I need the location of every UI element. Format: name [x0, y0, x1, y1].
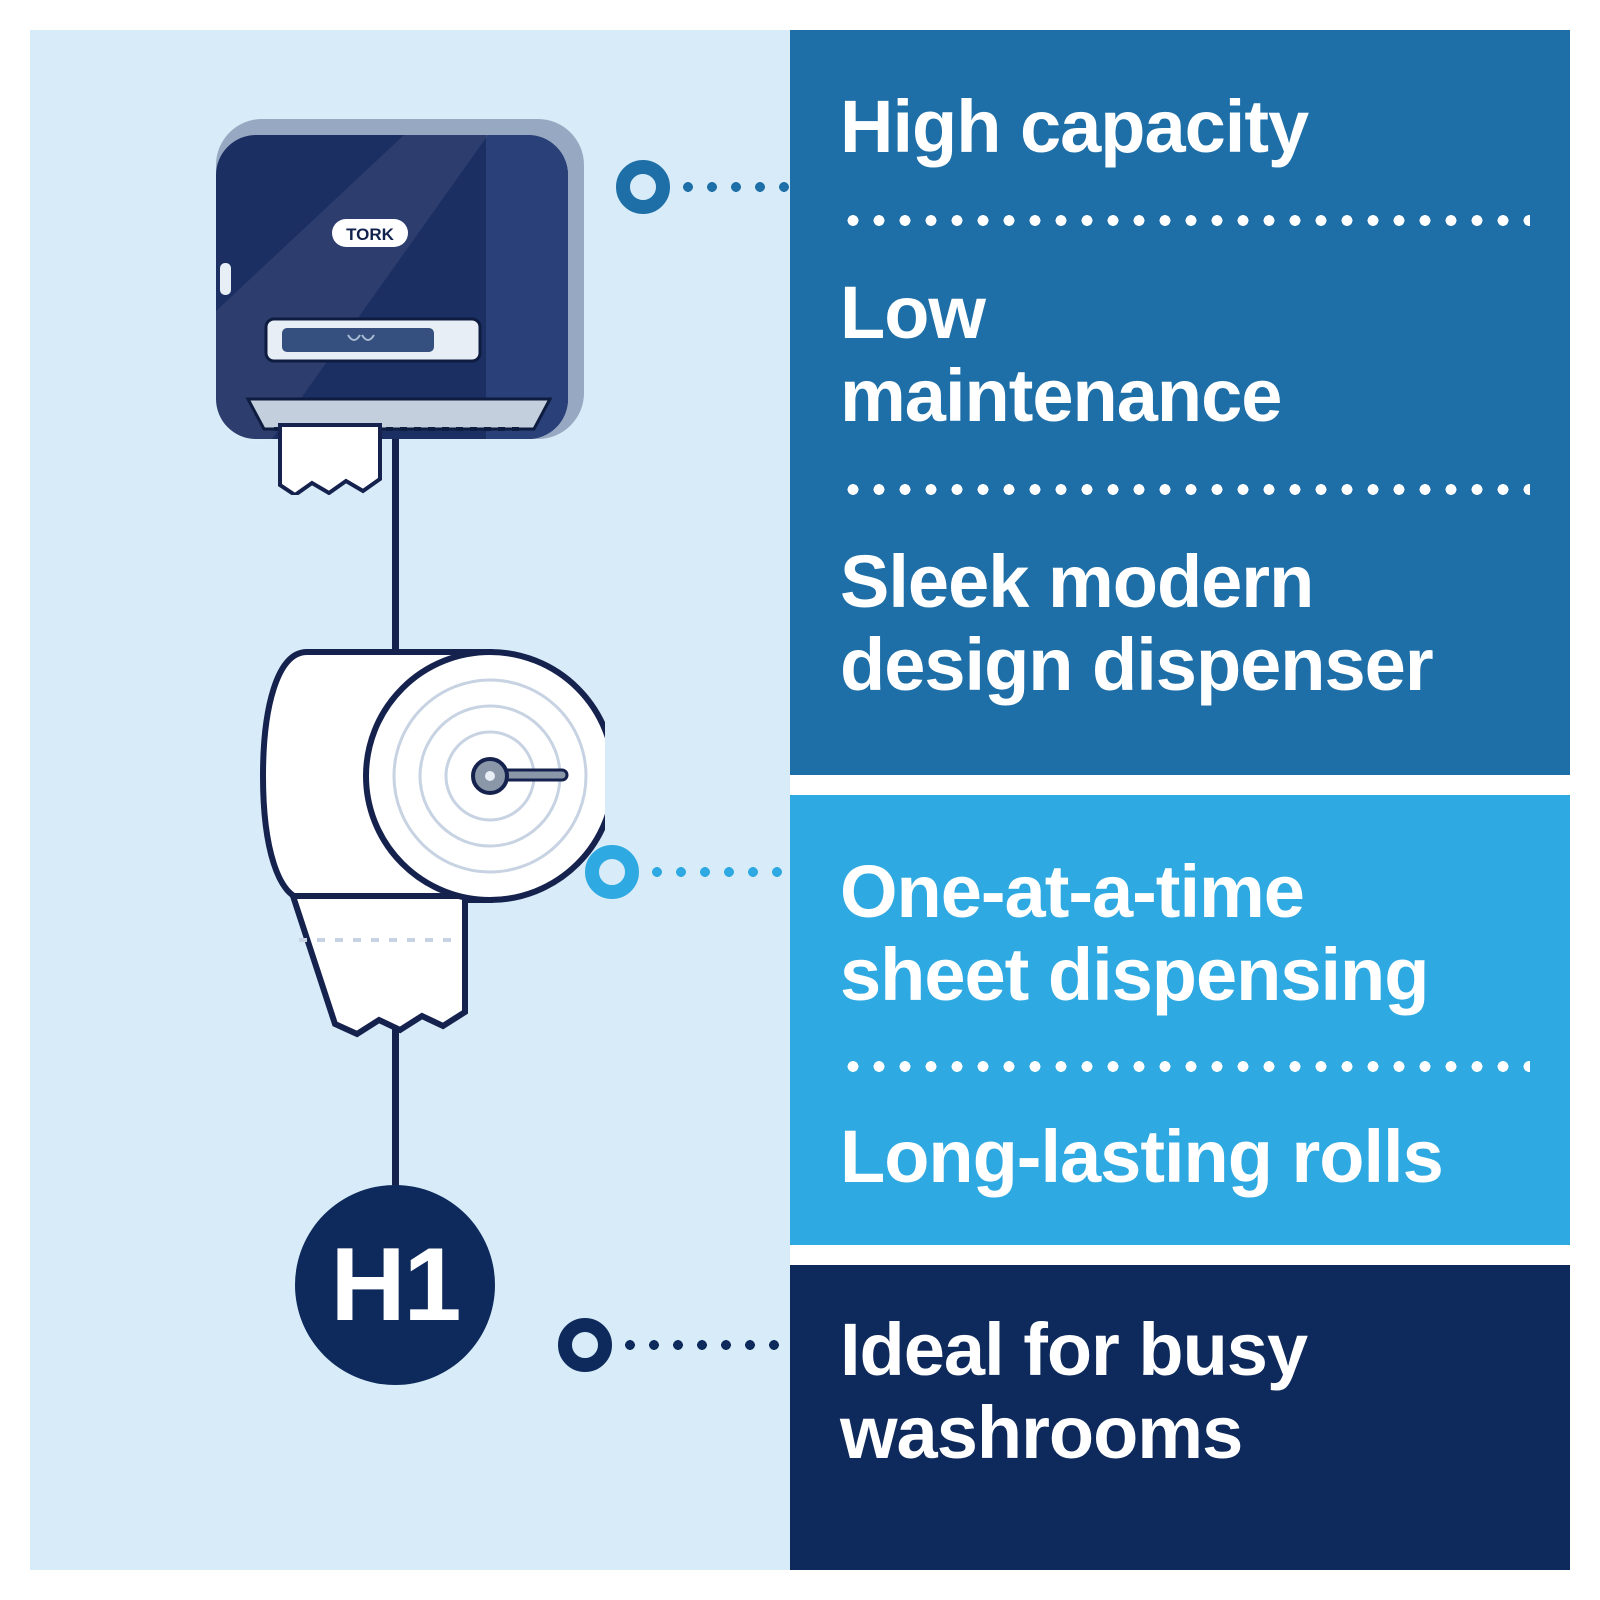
paper-roll-illustration — [259, 649, 605, 1038]
dispenser-side-panel — [486, 135, 568, 439]
callout-ring-badge — [558, 1318, 612, 1372]
feature-block-bottom: Ideal for busy washrooms — [790, 1265, 1570, 1570]
callout-ring-dispenser — [616, 160, 670, 214]
callout-ring-roll — [585, 845, 639, 899]
paper-sheet — [278, 423, 382, 495]
feature-one-at-a-time: One-at-a-time sheet dispensing — [840, 850, 1429, 1016]
spindle-pin — [501, 768, 569, 782]
feature-block-middle: One-at-a-time sheet dispensing Long-last… — [790, 795, 1570, 1245]
feature-long-lasting: Long-lasting rolls — [840, 1114, 1444, 1198]
callout-leader-badge — [618, 1340, 790, 1350]
brand-plate — [332, 219, 408, 247]
level-indicator — [220, 263, 231, 295]
hands-icon — [347, 334, 375, 341]
feature-sleek-design: Sleek modern design dispenser — [840, 539, 1434, 706]
feature-busy-washrooms: Ideal for busy washrooms — [840, 1308, 1308, 1474]
feature-low-maintenance: Low maintenance — [840, 270, 1282, 437]
h1-badge: H1 — [295, 1185, 495, 1385]
hanging-strip — [288, 893, 468, 1038]
dispenser-gloss — [216, 135, 488, 443]
callout-leader-dispenser — [676, 182, 790, 192]
roll-ring-outer — [392, 678, 588, 874]
dotted-separator — [840, 214, 1530, 226]
dispensing-slot — [282, 328, 434, 352]
dispenser-body — [216, 135, 568, 439]
spindle-center — [485, 771, 495, 781]
callout-leader-roll — [645, 867, 790, 877]
dispenser-illustration: TORK — [216, 119, 584, 495]
dotted-separator — [840, 483, 1530, 495]
brand-logo-text: TORK — [346, 225, 395, 244]
feature-high-capacity: High capacity — [840, 85, 1309, 168]
dotted-separator — [840, 1060, 1530, 1072]
dispenser-lip — [245, 397, 553, 431]
feature-block-top: High capacity Low maintenance Sleek mode… — [790, 30, 1570, 775]
h1-badge-label: H1 — [330, 1226, 462, 1343]
